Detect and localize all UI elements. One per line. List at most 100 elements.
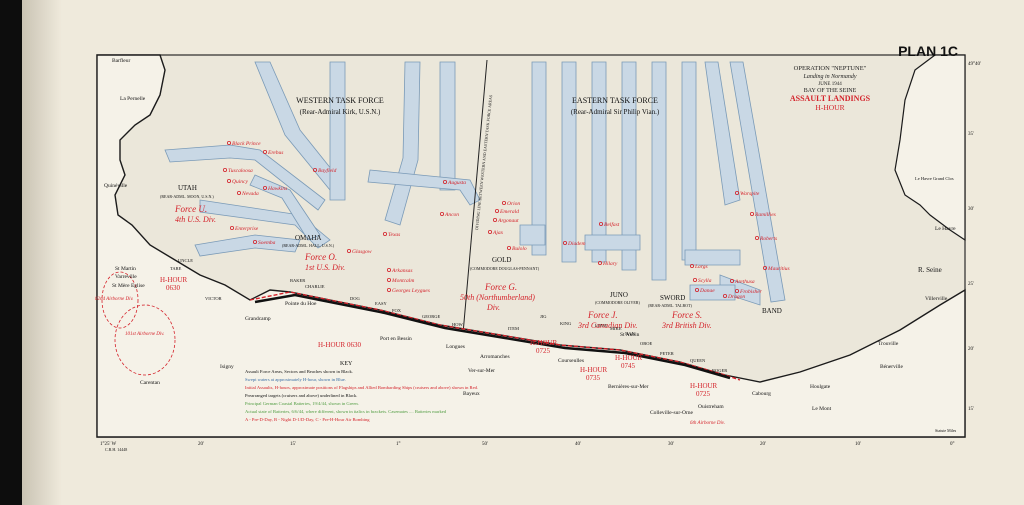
ship-marker: [506, 245, 511, 250]
longitude-label: 30': [668, 442, 674, 447]
ship-marker: [439, 211, 444, 216]
ship-name: Soemba: [258, 240, 276, 246]
ship-marker: [312, 167, 317, 172]
airborne-drop-zone-82: [101, 271, 139, 329]
place-le-mont: Le Mont: [812, 406, 832, 412]
sector-label: PETER: [660, 351, 674, 356]
ship-name: Scylla: [698, 278, 712, 284]
sector-label: DOG: [350, 296, 360, 301]
ship-marker: [494, 208, 499, 213]
place-houlgate: Houlgate: [810, 384, 831, 390]
force-s-division: 3rd British Div.: [661, 321, 712, 330]
ship-name: Danae: [699, 288, 715, 294]
airborne-6-label: 6th Airborne Div.: [690, 421, 725, 426]
ship-name: Bulolo: [512, 246, 527, 252]
latitude-label: 30': [968, 207, 974, 212]
map-key: Assault Force Areas, Sectors and Beaches…: [245, 369, 478, 423]
ship-marker: [386, 277, 391, 282]
latitude-label: 20': [968, 347, 974, 352]
airborne-101-label: 101st Airborne Div.: [125, 332, 164, 337]
assault-landings-title: ASSAULT LANDINGS: [790, 94, 871, 103]
airborne-drop-zone-101: [114, 304, 176, 376]
ship-name: Quincy: [232, 179, 248, 185]
sector-label: NAN: [625, 331, 635, 336]
ship-marker: [598, 260, 603, 265]
ship-name: Diadem: [567, 241, 585, 247]
ship-name: Roberts: [759, 236, 777, 242]
beach-sectors-line: [254, 293, 731, 380]
ship-marker: [492, 217, 497, 222]
ship-marker: [723, 293, 728, 298]
longitude-label: 1°25' W: [100, 442, 117, 447]
place-la-pernelle: La Pernelle: [120, 96, 146, 102]
ship-marker: [735, 190, 740, 195]
ship-marker: [690, 263, 695, 268]
juno-h-hour-time: 0735: [586, 374, 601, 382]
place-st-martin: St Martin: [115, 266, 136, 272]
place-arromanches: Arromanches: [480, 354, 510, 360]
sector-label: MIKE: [610, 326, 622, 331]
ship-name: Hawkins: [267, 186, 287, 192]
force-j-label: Force J.: [587, 310, 618, 320]
longitude-label: 15': [290, 442, 296, 447]
ship-marker: [487, 229, 492, 234]
place-r-seine: R. Seine: [918, 266, 942, 274]
force-u-division: 4th U.S. Div.: [175, 215, 216, 224]
key-line: Swept waters at approximately H-hour, sh…: [245, 377, 346, 383]
latitude-labels: 49°40'35'30'25'20'15': [968, 62, 981, 412]
longitude-label: 10': [855, 442, 861, 447]
ship-marker: [226, 178, 231, 183]
place-benerville: Bénerville: [880, 364, 903, 370]
ship-name: Argonaut: [497, 218, 519, 224]
sword-h-hour-label: H-HOUR: [690, 382, 718, 390]
eastern-task-force-commander: (Rear-Admiral Sir Philip Vian.): [571, 108, 660, 116]
place-villerville: Villerville: [925, 296, 948, 302]
gold-beach-label: GOLD: [492, 256, 511, 264]
sector-label: HOW: [452, 322, 463, 327]
gold-h-hour-time: 0725: [536, 347, 551, 355]
ship-name: Ramillies: [754, 212, 776, 218]
place-trouville: Trouville: [878, 341, 899, 347]
western-task-force-label: WESTERN TASK FORCE: [296, 96, 384, 105]
place-colleville: Colleville-sur-Orne: [650, 410, 694, 416]
ship-marker: [501, 200, 506, 205]
force-j-division: 3rd Canadian Div.: [577, 321, 637, 330]
sector-label: OBOE: [640, 341, 653, 346]
place-varreville: Varreville: [115, 274, 137, 280]
force-g-label: Force G.: [484, 282, 517, 292]
longitude-label: 40': [575, 442, 581, 447]
sector-label: KING: [560, 321, 572, 326]
longitude-label: 50': [482, 442, 488, 447]
ship-marker: [735, 288, 740, 293]
place-le-havre: Le Havre: [935, 226, 956, 232]
ship-marker: [382, 231, 387, 236]
place-carentan: Carentan: [140, 380, 160, 386]
place-isigny: Isigny: [220, 364, 234, 370]
place-grandcamp: Grandcamp: [245, 316, 271, 322]
sector-label: JIG: [540, 314, 547, 319]
latitude-label: 15': [968, 407, 974, 412]
area-band: BAND: [762, 307, 782, 315]
ship-marker: [442, 179, 447, 184]
sector-label: UNCLE: [178, 258, 193, 263]
key-line: Prearranged targets (cruisers and above)…: [245, 393, 357, 398]
ship-marker: [222, 167, 227, 172]
juno-commander: (COMMODORE OLIVER): [595, 300, 640, 305]
longitude-label: 20': [760, 442, 766, 447]
place-le-havre-grand-clos: Le Havre Grand Clos: [915, 176, 954, 181]
place-barfleur: Barfleur: [112, 57, 130, 64]
sector-label: ROGER: [712, 368, 727, 373]
key-line: Principal German Coastal Batteries, 19/4…: [245, 401, 359, 407]
longitude-label: 1°: [396, 442, 401, 447]
place-quineville: Quinéville: [104, 183, 128, 189]
western-swept-channels: [164, 61, 481, 257]
assault-line: [249, 291, 741, 381]
utah-beach-label: UTAH: [178, 184, 197, 192]
juno-beach-label: JUNO: [610, 291, 628, 299]
sector-label: LOVE: [595, 323, 607, 328]
place-cabourg: Cabourg: [752, 391, 771, 397]
place-courseulles: Courseulles: [558, 358, 584, 364]
